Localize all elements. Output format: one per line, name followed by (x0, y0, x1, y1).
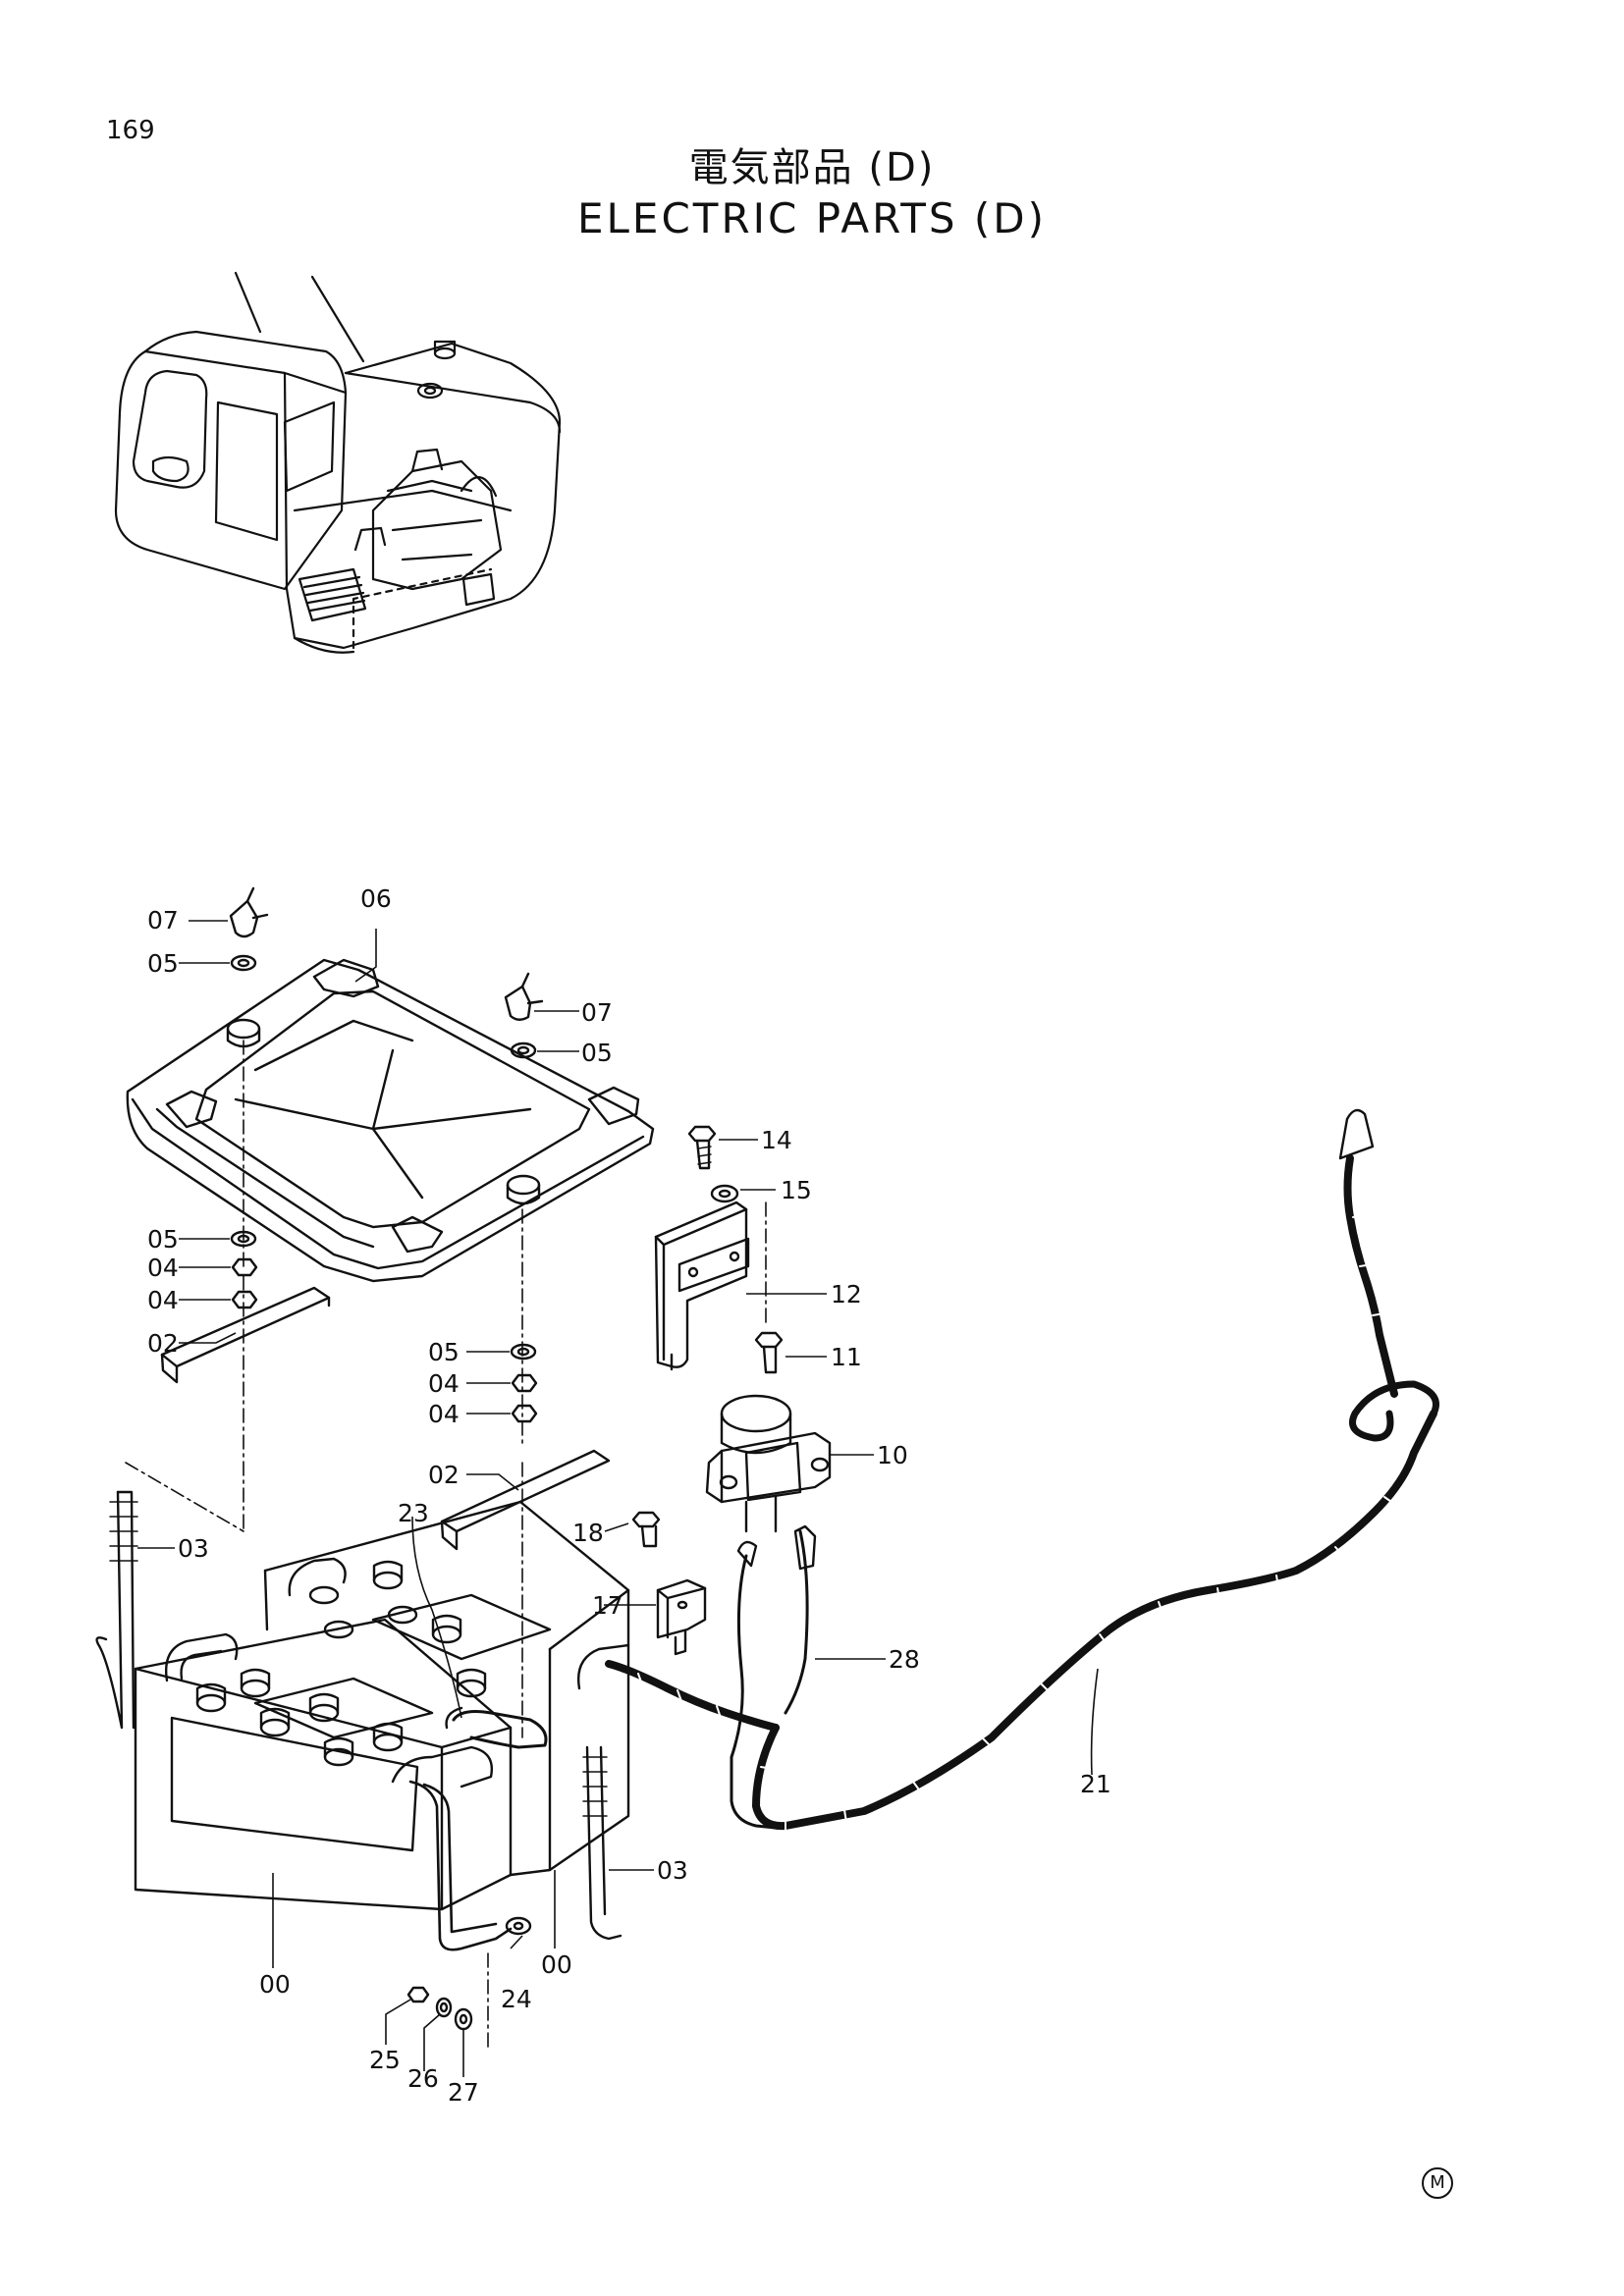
callout-24: 24 (501, 1985, 532, 2013)
callout-02: 02 (147, 1329, 179, 1358)
battery-cover (126, 958, 655, 1283)
title-japanese: 電気部品 (D) (688, 145, 936, 190)
callout-00: 00 (541, 1950, 572, 1979)
callout-05: 05 (147, 1225, 179, 1254)
callout-12: 12 (831, 1280, 862, 1308)
page-number: 169 (106, 116, 155, 145)
callout-03: 03 (178, 1534, 209, 1563)
callout-04: 04 (147, 1286, 179, 1314)
callout-21: 21 (1080, 1770, 1111, 1798)
callout-14: 14 (761, 1126, 792, 1154)
callout-03: 03 (657, 1856, 688, 1885)
callout-02: 02 (428, 1461, 460, 1489)
callout-17: 17 (592, 1591, 623, 1620)
corner-mark: M (1422, 2167, 1453, 2199)
battery-rear (263, 1500, 630, 1877)
callout-10: 10 (877, 1441, 908, 1469)
callout-04: 04 (428, 1369, 460, 1398)
callout-18: 18 (572, 1519, 604, 1547)
callout-07: 07 (581, 998, 613, 1027)
callout-27: 27 (448, 2078, 479, 2107)
callout-06: 06 (360, 884, 392, 913)
callout-00: 00 (259, 1970, 291, 1999)
callout-07: 07 (147, 906, 179, 934)
callout-11: 11 (831, 1343, 862, 1371)
callout-05: 05 (147, 949, 179, 978)
battery-front (134, 1618, 513, 1911)
callout-04: 04 (147, 1254, 179, 1282)
callout-15: 15 (781, 1176, 812, 1204)
battery-relay (705, 1394, 832, 1533)
callout-25: 25 (369, 2046, 401, 2074)
callout-23: 23 (398, 1499, 429, 1527)
title-english: ELECTRIC PARTS (D) (577, 194, 1047, 242)
callout-28: 28 (889, 1645, 920, 1674)
callout-05: 05 (428, 1338, 460, 1366)
callout-04: 04 (428, 1400, 460, 1428)
callout-05: 05 (581, 1039, 613, 1067)
callout-26: 26 (407, 2064, 439, 2093)
